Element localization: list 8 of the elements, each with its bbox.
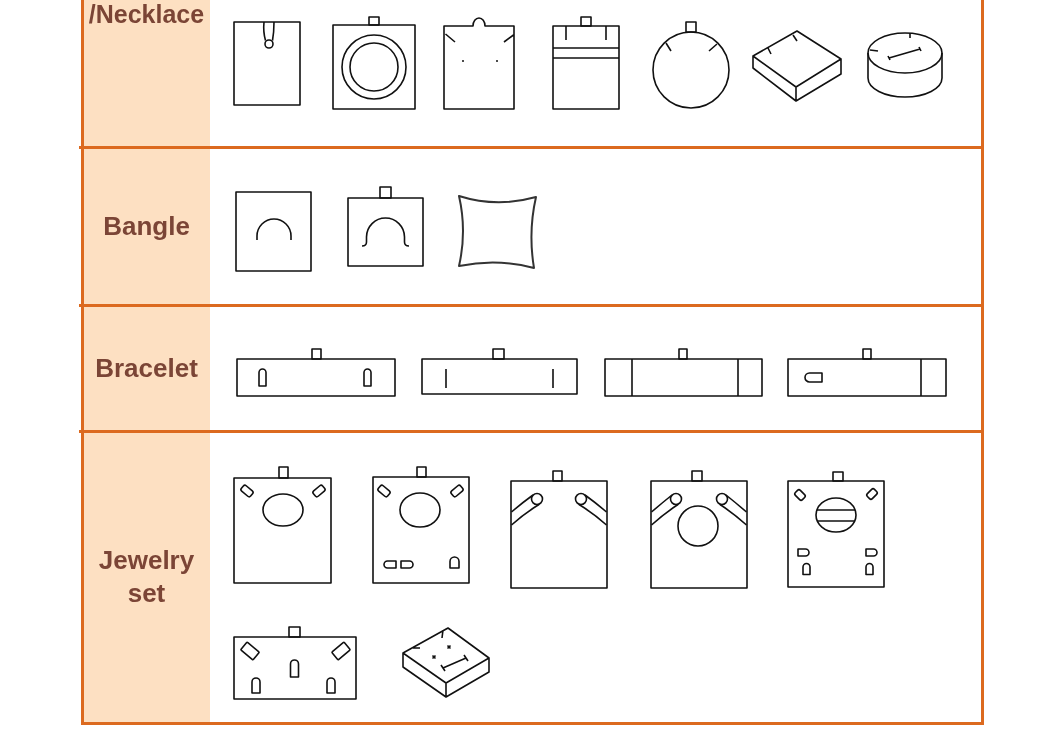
category-cell: [83, 147, 210, 305]
category-label: Bangle: [103, 209, 190, 243]
category-label: /Necklace: [88, 0, 205, 28]
category-cell: [83, 0, 210, 147]
category-label: Jewelry set: [97, 543, 196, 610]
category-label: Bracelet: [95, 351, 198, 385]
category-cell: [83, 305, 210, 431]
category-cell: [83, 431, 210, 722]
